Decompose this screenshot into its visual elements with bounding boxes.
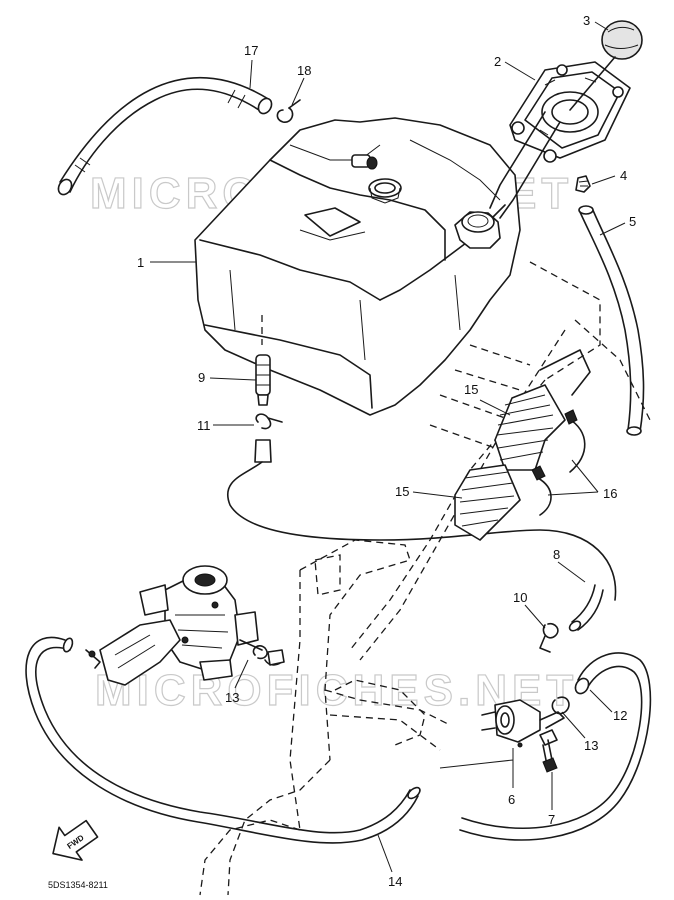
- drain-hose-14: [25, 636, 421, 844]
- hose-clip-13-right: [551, 696, 570, 715]
- hose-12: [459, 652, 652, 841]
- callout-2: 2: [494, 54, 501, 69]
- callout-16: 16: [603, 486, 617, 501]
- hose-5: [578, 205, 645, 436]
- callout-17: 17: [244, 43, 258, 58]
- fuel-cock-6: [481, 699, 565, 748]
- callout-3: 3: [583, 13, 590, 28]
- callout-15-upper: 15: [464, 382, 478, 397]
- fuel-hose-tank-outlet: [227, 439, 617, 601]
- callout-14: 14: [388, 874, 402, 889]
- fwd-arrow-icon: FWD: [52, 819, 99, 861]
- callout-9: 9: [198, 370, 205, 385]
- callout-8: 8: [553, 547, 560, 562]
- air-duct-boots: [454, 349, 591, 541]
- watermark-bottom: MICROFICHES.NET: [95, 666, 578, 715]
- fuel-tank: [194, 117, 521, 416]
- callout-4: 4: [620, 168, 627, 183]
- leader-lines: [150, 21, 626, 873]
- bolt-7: [539, 729, 558, 773]
- callout-6: 6: [508, 792, 515, 807]
- fuel-strainer-9: [255, 315, 271, 406]
- hose-8: [568, 584, 604, 632]
- callout-11: 11: [197, 418, 211, 433]
- callout-5: 5: [629, 214, 636, 229]
- fitting-4: [575, 175, 591, 193]
- callout-10: 10: [513, 590, 527, 605]
- callout-13-right: 13: [584, 738, 598, 753]
- hose-clamps-16: [531, 409, 586, 516]
- diagram-code: 5DS1354-8211: [48, 880, 108, 890]
- carburetor: [139, 565, 263, 681]
- intake-manifold: [85, 619, 181, 686]
- breather-hose: [57, 76, 273, 196]
- hose-clip-18: [276, 99, 301, 123]
- callout-1: 1: [137, 255, 144, 270]
- callout-7: 7: [548, 812, 555, 827]
- callout-15-lower: 15: [395, 484, 409, 499]
- hose-clip-11: [255, 413, 283, 430]
- hose-clip-13-left: [252, 645, 268, 660]
- fuel-cap: [569, 20, 643, 111]
- hose-clip-10: [539, 622, 559, 653]
- callout-12: 12: [613, 708, 627, 723]
- callout-18: 18: [297, 63, 311, 78]
- carb-vent-hose: [264, 649, 285, 666]
- callout-13-left: 13: [225, 690, 239, 705]
